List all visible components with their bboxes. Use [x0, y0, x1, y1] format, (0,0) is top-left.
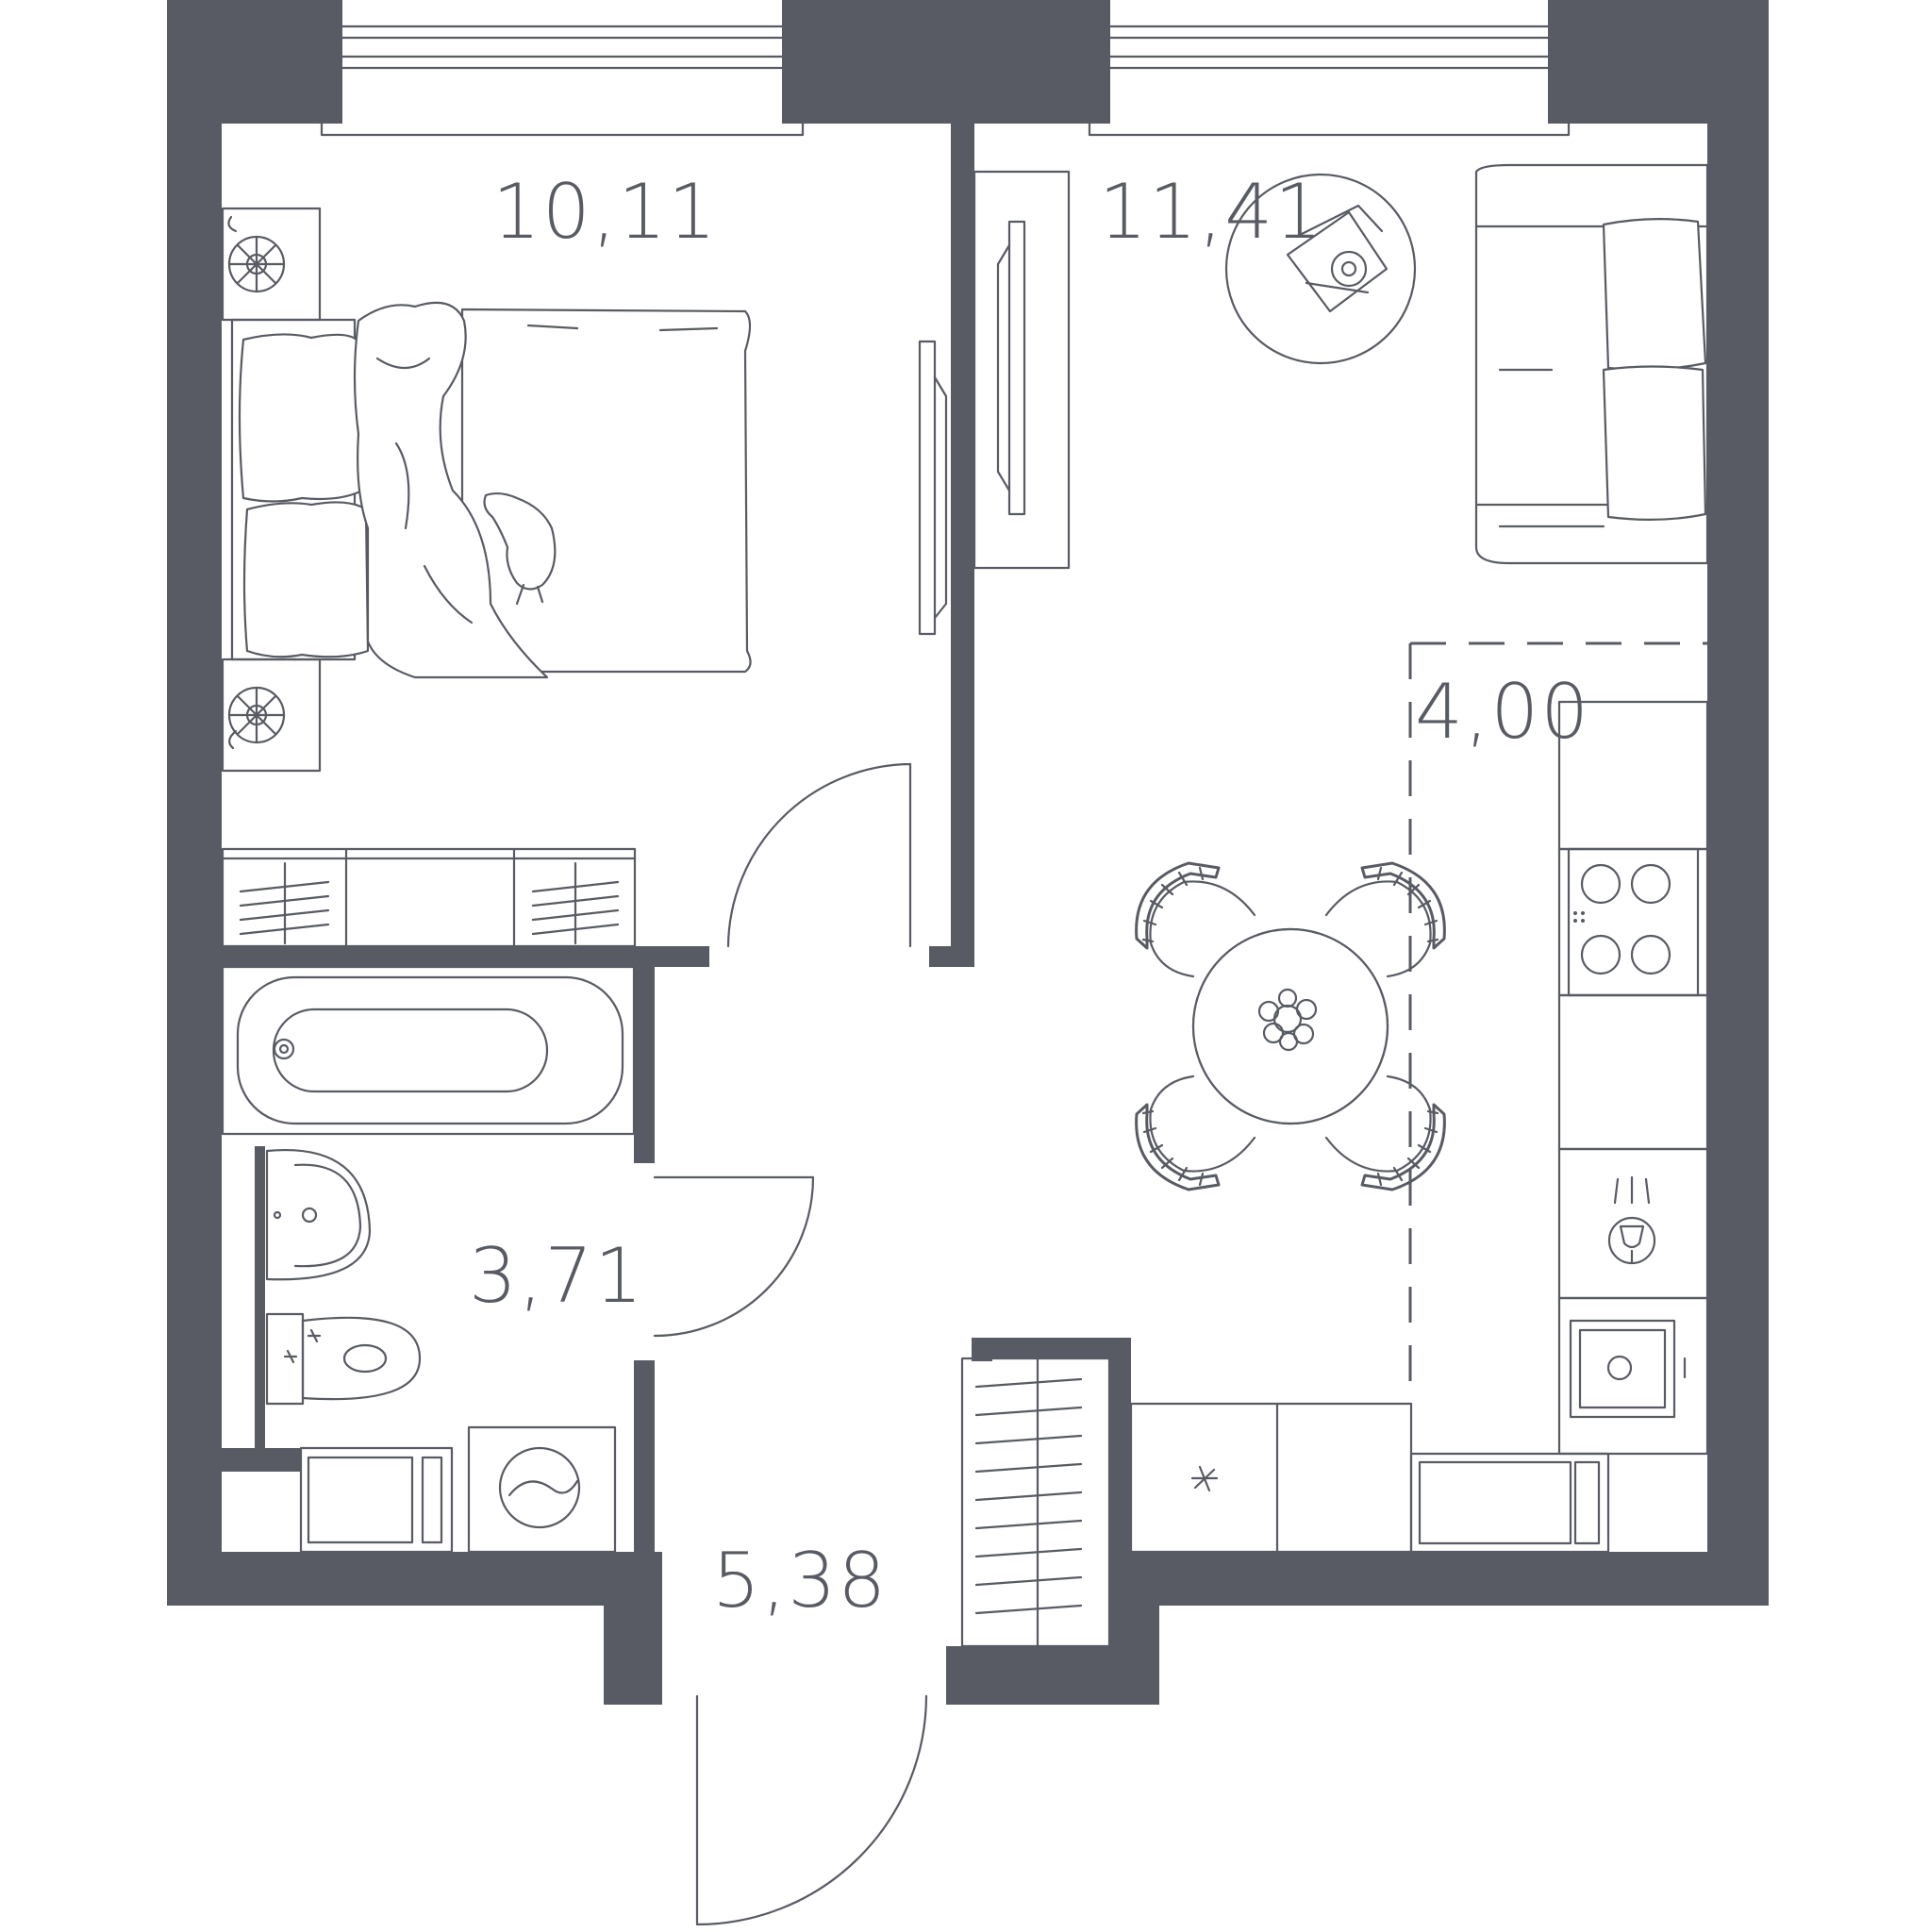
- nightstand-bottom: [221, 658, 322, 773]
- living-room: [973, 163, 1709, 570]
- area-hallway: 5,38: [712, 1537, 888, 1624]
- hallway-wardrobe: [960, 1357, 1111, 1648]
- bedroom-door: [726, 762, 912, 948]
- sink: [265, 1149, 372, 1281]
- area-kitchen: 4,00: [1415, 668, 1590, 756]
- area-labels: 10,11 11,41 4,00 3,71 5,38: [469, 168, 1590, 1624]
- flower-bouquet: [1257, 988, 1318, 1052]
- hallway: [695, 1357, 1111, 1926]
- window-bedroom: [320, 0, 805, 137]
- area-living-room: 11,41: [1099, 168, 1324, 256]
- bedroom-tv: [918, 340, 948, 636]
- kitchen-counter: [1557, 700, 1709, 1456]
- nightstand-top: [221, 207, 322, 322]
- entrance-door: [695, 1694, 928, 1926]
- chair-br: [1324, 1074, 1446, 1191]
- toilet: [265, 1312, 422, 1406]
- washing-machine: [467, 1425, 617, 1554]
- windows: [320, 0, 1571, 137]
- chair-tl: [1135, 861, 1256, 978]
- chair-bl: [1135, 1074, 1256, 1191]
- bedroom: [221, 207, 948, 948]
- tv-stand: [973, 170, 1071, 570]
- area-bathroom: 3,71: [469, 1232, 644, 1320]
- walls: [167, 0, 1769, 1705]
- bed: [230, 301, 752, 679]
- coffee-table: [1224, 173, 1417, 365]
- sofa: [1474, 163, 1709, 565]
- bathtub: [221, 965, 636, 1136]
- bathroom: [221, 965, 815, 1554]
- window-living: [1088, 0, 1571, 137]
- area-bedroom: 10,11: [492, 168, 718, 256]
- bathroom-cabinet: [299, 1446, 454, 1554]
- kitchen-lower-cabinets: [1129, 1402, 1610, 1554]
- chair-tr: [1324, 861, 1446, 978]
- dining-set: [1135, 861, 1446, 1191]
- bathroom-door: [653, 1175, 815, 1338]
- bedroom-wardrobe: [221, 847, 637, 948]
- kitchen: [1129, 641, 1709, 1554]
